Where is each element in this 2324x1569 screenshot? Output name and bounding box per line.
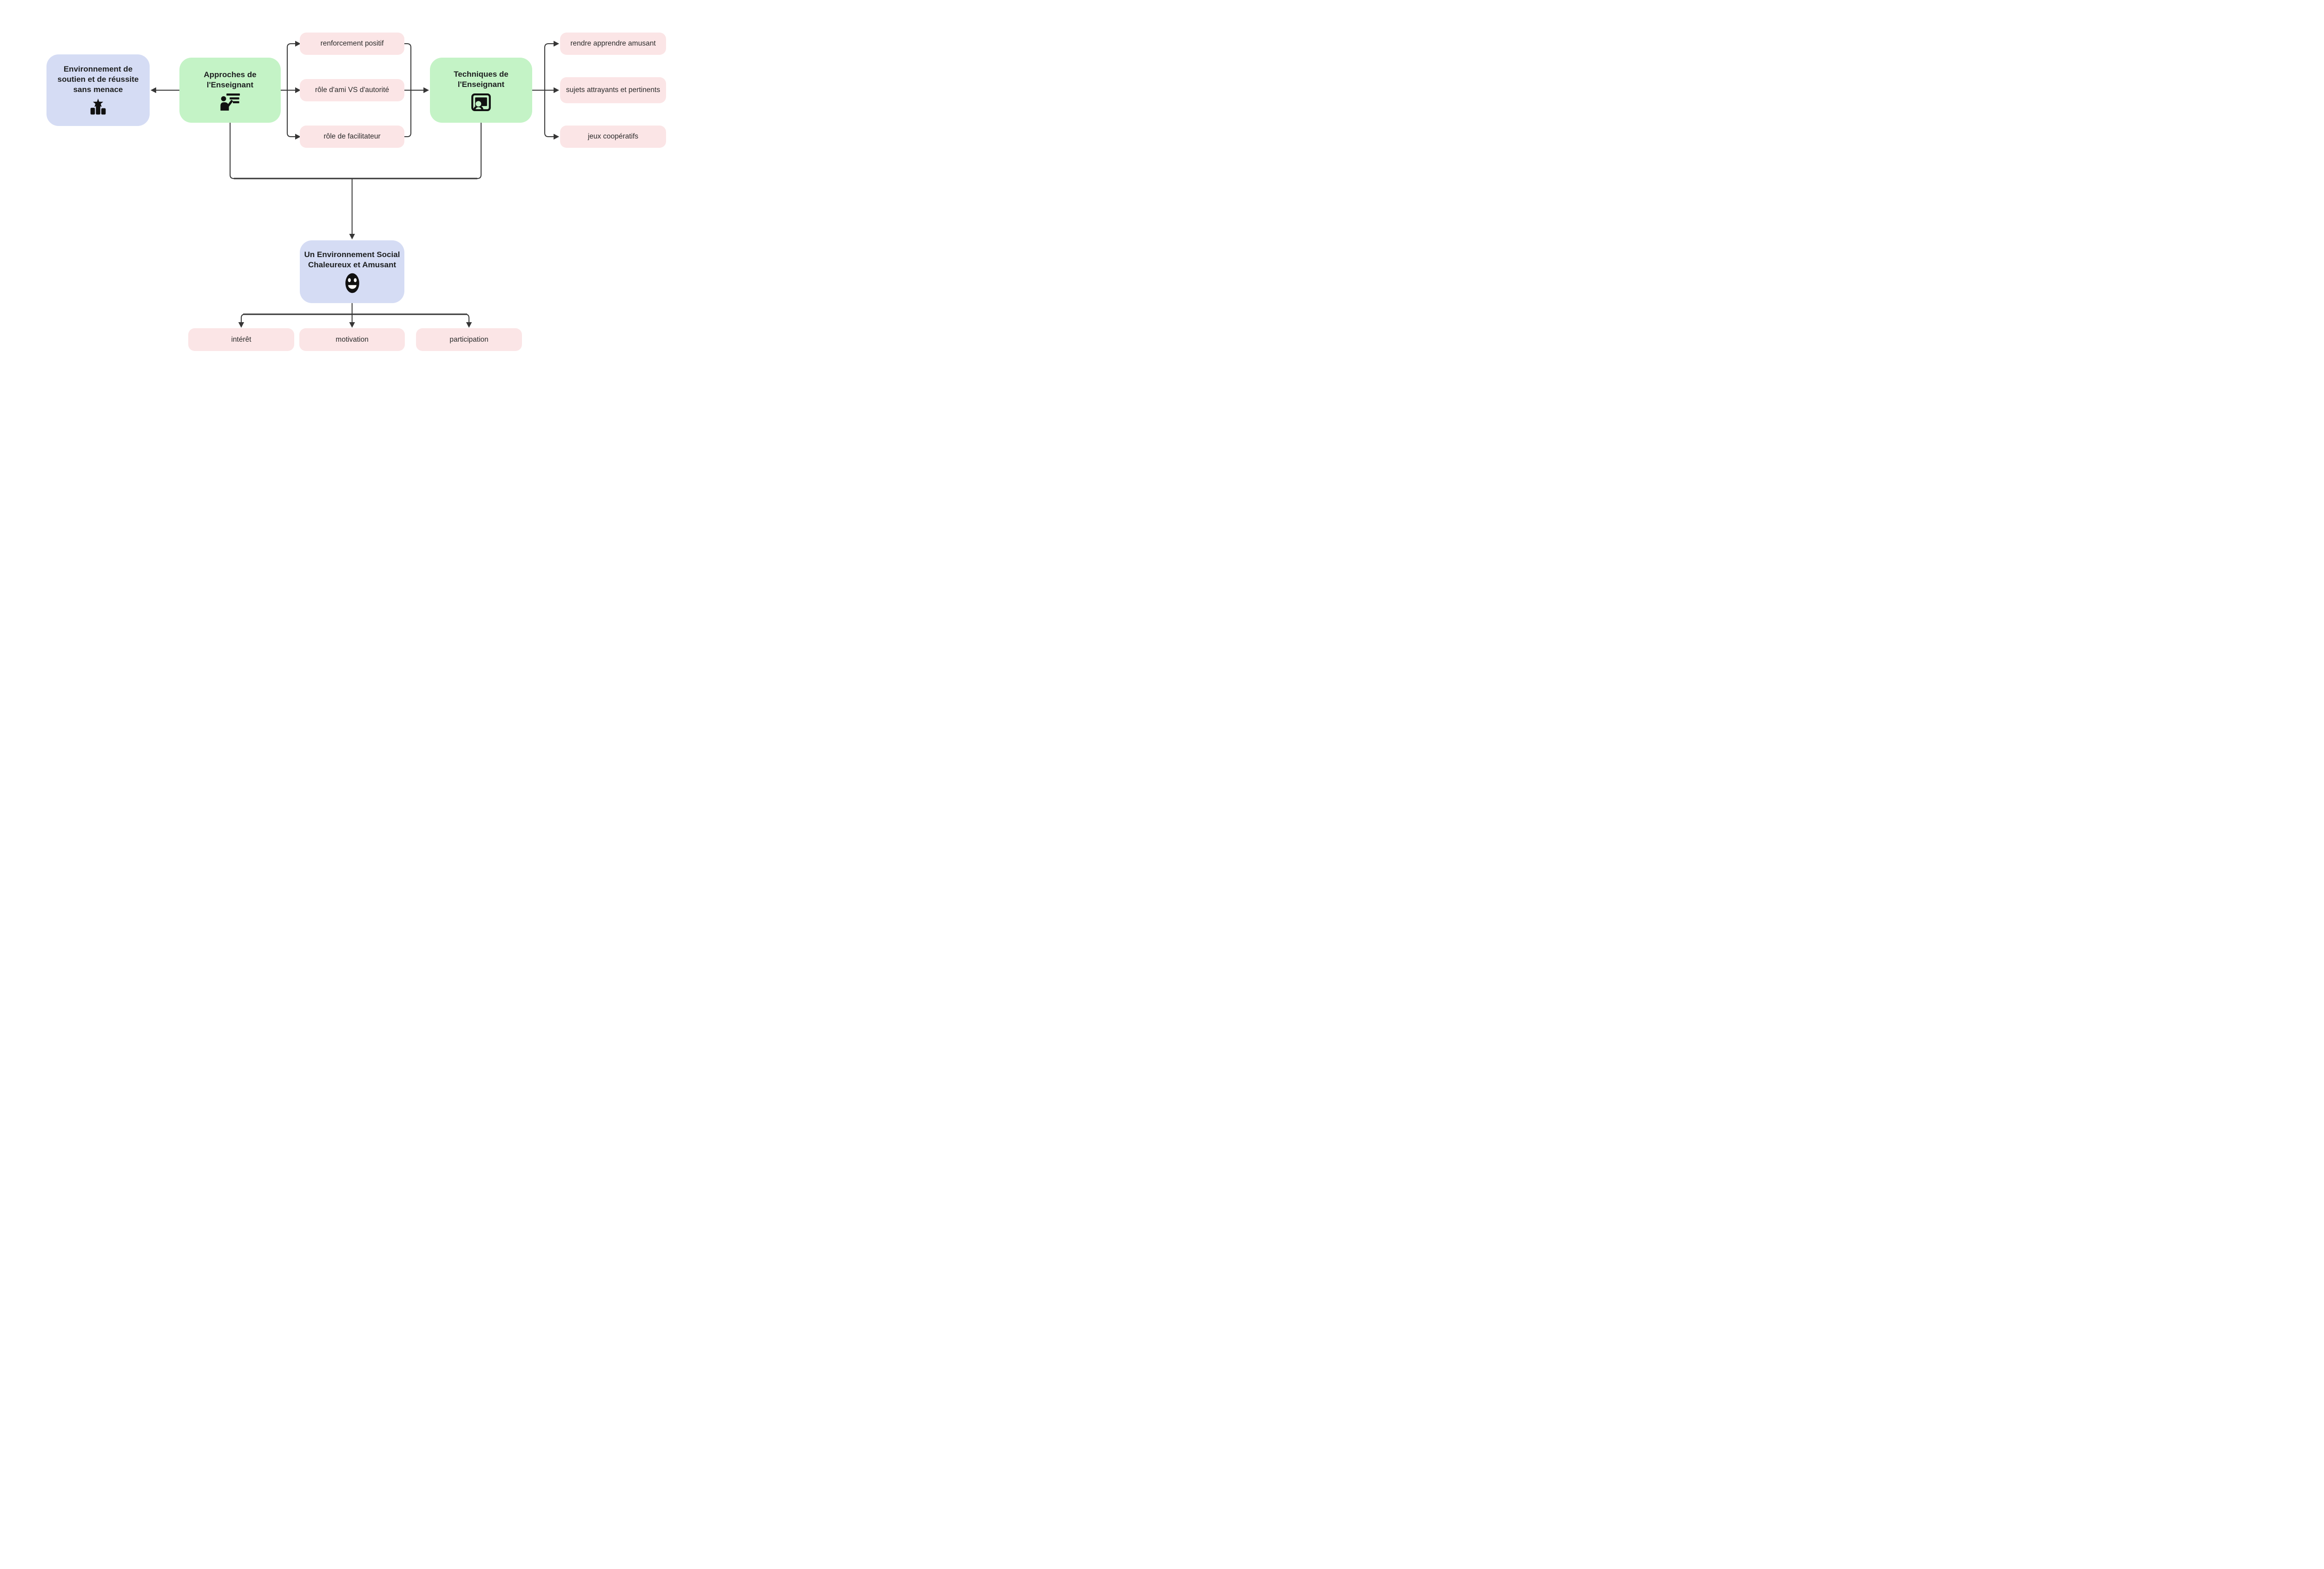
arrowhead	[554, 40, 559, 47]
node-environnement-social: Un Environnement Social Chaleureux et Am…	[300, 240, 404, 303]
edge-renforcement-to-techniques	[404, 43, 411, 90]
arrowhead	[349, 322, 355, 328]
arrowhead	[554, 133, 559, 140]
node-approches-enseignant: Approches de l'Enseignant	[179, 58, 281, 123]
edge-facilitateur-to-techniques	[404, 90, 411, 137]
node-role-facilitateur: rôle de facilitateur	[300, 126, 404, 148]
smiley-icon	[345, 273, 359, 293]
arrowhead	[295, 87, 301, 93]
node-label: sujets attrayants et pertinents	[566, 86, 660, 94]
arrowhead	[295, 40, 301, 47]
node-jeux-cooperatifs: jeux coopératifs	[560, 126, 666, 148]
node-label: participation	[449, 335, 489, 344]
node-role-ami-vs-autorite: rôle d'ami VS d'autorité	[300, 79, 404, 101]
node-label: rôle d'ami VS d'autorité	[315, 86, 390, 94]
node-label: Techniques de l'Enseignant	[454, 70, 508, 89]
arrowhead	[554, 87, 559, 93]
arrowhead	[466, 322, 472, 328]
arrowhead	[423, 87, 429, 93]
node-motivation: motivation	[299, 328, 405, 351]
node-sujets-attrayants: sujets attrayants et pertinents	[560, 77, 666, 103]
node-label: Approches de l'Enseignant	[204, 70, 257, 89]
edge-social-to-participation	[352, 314, 469, 322]
node-label: intérêt	[231, 335, 251, 344]
edge-social-to-interet	[241, 314, 352, 322]
arrowhead	[151, 87, 156, 93]
edge-techniques-to-rendre	[544, 43, 554, 90]
node-label: renforcement positif	[320, 40, 384, 48]
edge-techniques-down	[477, 123, 482, 179]
arrowhead	[238, 322, 244, 328]
node-label: rendre apprendre amusant	[570, 40, 656, 48]
node-label: Environnement de soutien et de réussite …	[57, 65, 139, 94]
node-environnement-soutien: Environnement de soutien et de réussite …	[46, 54, 150, 126]
teacher-board-icon	[471, 93, 491, 111]
node-rendre-apprendre-amusant: rendre apprendre amusant	[560, 33, 666, 55]
node-label: motivation	[336, 335, 369, 344]
connector-lines	[151, 40, 559, 328]
teacher-presenting-icon	[220, 93, 240, 111]
edge-approches-to-renforcement	[287, 43, 296, 90]
edge-approches-to-facilitateur	[287, 90, 296, 137]
podium-star-icon	[90, 98, 106, 115]
arrowhead	[295, 133, 301, 140]
node-renforcement-positif: renforcement positif	[300, 33, 404, 55]
node-label: Un Environnement Social Chaleureux et Am…	[304, 250, 400, 269]
node-interet: intérêt	[188, 328, 294, 351]
node-participation: participation	[416, 328, 522, 351]
node-label: rôle de facilitateur	[324, 132, 381, 141]
edge-approches-down	[230, 123, 234, 179]
flowchart-canvas: Environnement de soutien et de réussite …	[0, 0, 697, 392]
node-techniques-enseignant: Techniques de l'Enseignant	[430, 58, 532, 123]
node-label: jeux coopératifs	[588, 132, 639, 141]
arrowhead	[349, 234, 355, 239]
edge-techniques-to-jeux	[544, 90, 554, 137]
